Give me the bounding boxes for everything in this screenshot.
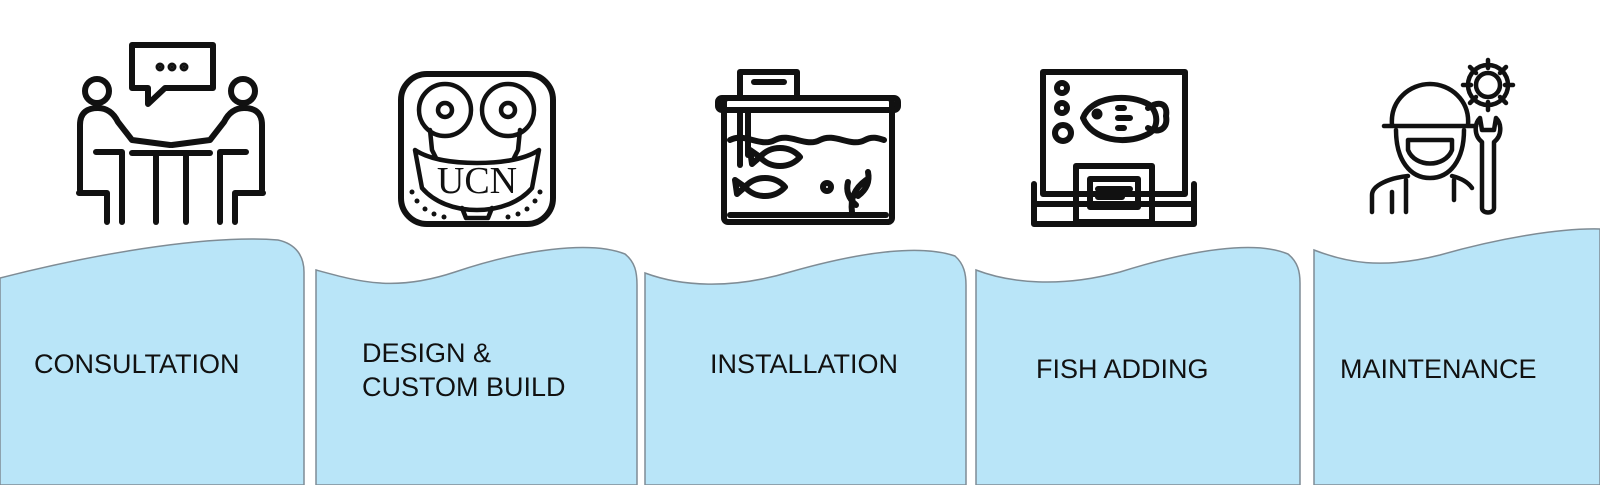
- svg-text:MAINTENANCE: MAINTENANCE: [1340, 354, 1537, 384]
- step-label-5-line-1: MAINTENANCE: [1340, 354, 1537, 384]
- step-panel-4: [975, 246, 1301, 485]
- svg-text:DESIGN &: DESIGN &: [362, 338, 491, 368]
- step-label-2: DESIGN & CUSTOM BUILD: [362, 338, 566, 402]
- wave-panels: [0, 228, 1600, 485]
- step-label-4-line-1: FISH ADDING: [1036, 354, 1209, 384]
- step-label-5: MAINTENANCE: [1340, 354, 1537, 384]
- svg-text:FISH ADDING: FISH ADDING: [1036, 354, 1209, 384]
- step-label-1: CONSULTATION: [34, 349, 240, 379]
- step-label-3: INSTALLATION: [710, 349, 898, 379]
- svg-text:CONSULTATION: CONSULTATION: [34, 349, 240, 379]
- aquarium-tank-icon: [715, 69, 901, 225]
- svg-text:CUSTOM BUILD: CUSTOM BUILD: [362, 372, 566, 402]
- step-label-2-line-2: CUSTOM BUILD: [362, 372, 566, 402]
- step-panel-5: [1313, 228, 1600, 485]
- svg-text:INSTALLATION: INSTALLATION: [710, 349, 898, 379]
- ucn-logo-icon: UCN: [398, 71, 556, 227]
- step-label-2-line-1: DESIGN &: [362, 338, 491, 368]
- ucn-logo-text: UCN: [437, 160, 517, 202]
- consultation-meeting-icon: [76, 42, 266, 225]
- step-label-4: FISH ADDING: [1036, 354, 1209, 384]
- step-panel-1: [0, 238, 305, 485]
- step-panel-3: [644, 249, 967, 485]
- step-panel-2: [315, 246, 638, 485]
- fish-monitor-icon: [1031, 69, 1197, 227]
- step-label-1-line-1: CONSULTATION: [34, 349, 240, 379]
- step-label-3-line-1: INSTALLATION: [710, 349, 898, 379]
- technician-wrench-icon: [1369, 57, 1516, 215]
